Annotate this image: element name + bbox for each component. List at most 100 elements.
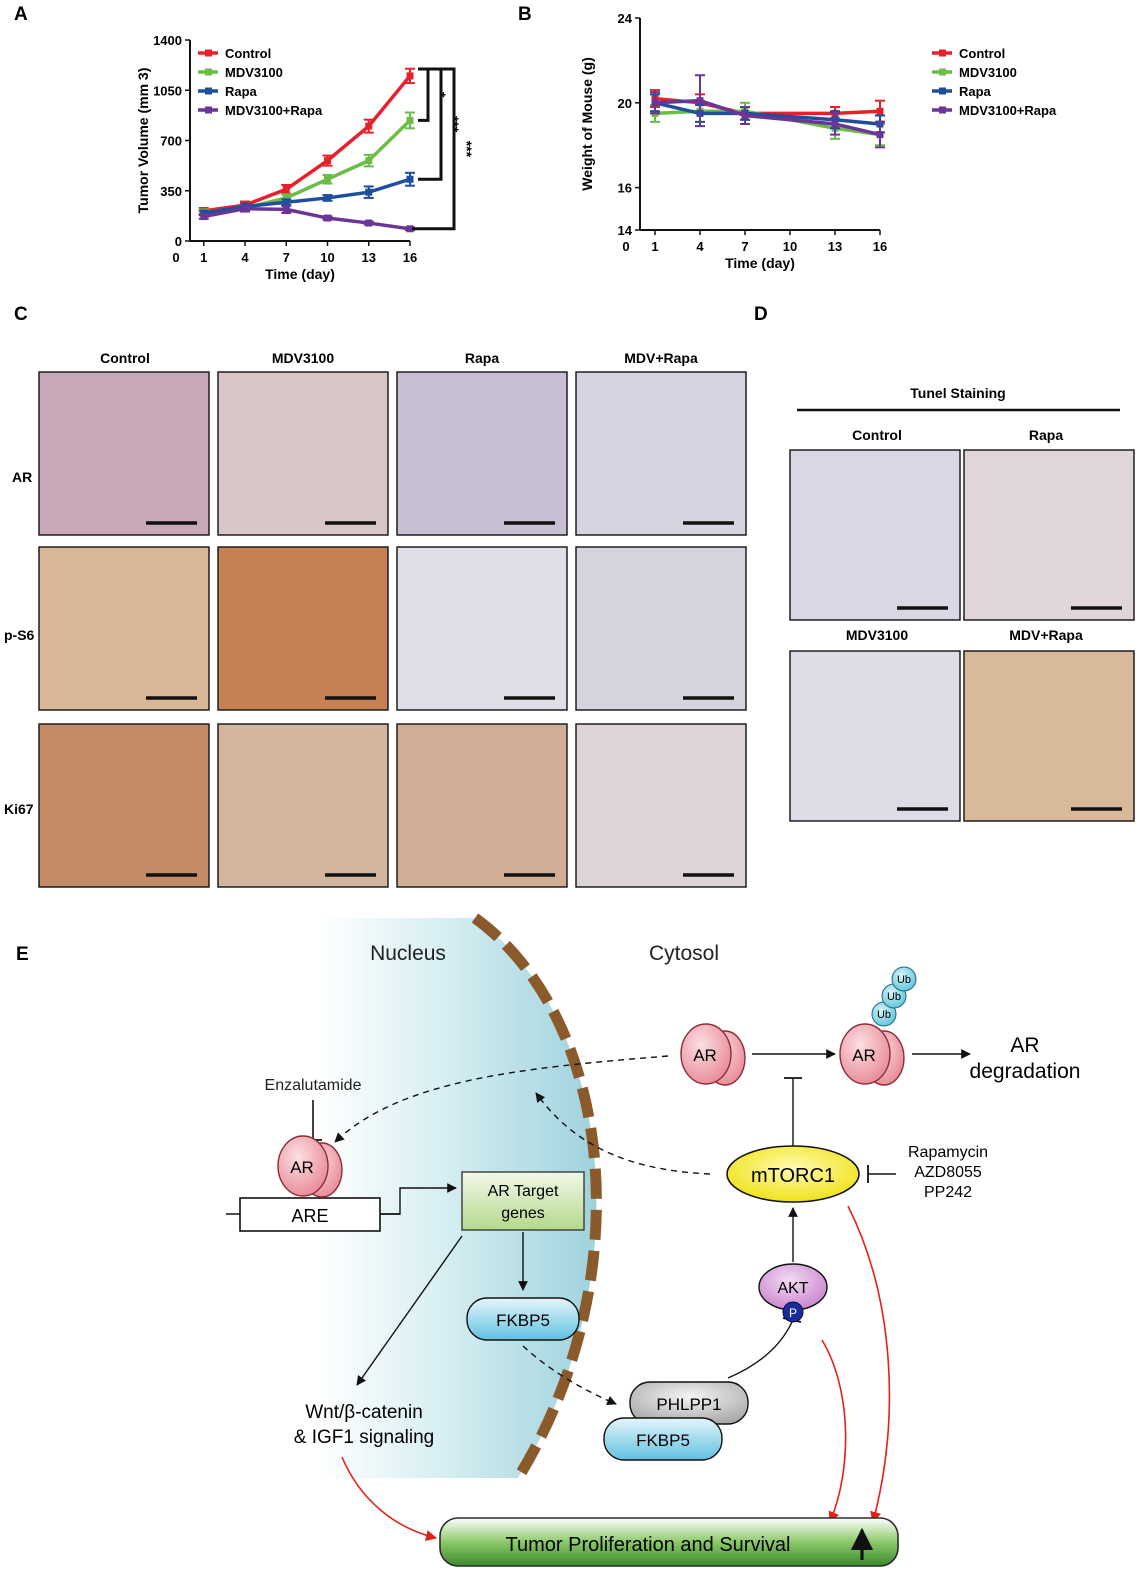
x-axis-label: Time (day) (265, 266, 335, 282)
tunel-label-control: Control (852, 427, 902, 443)
data-point (406, 72, 414, 80)
y-tick-label: 24 (618, 11, 633, 26)
akt-to-tumor-arrow (821, 1339, 847, 1524)
wnt-to-tumor-arrow (341, 1456, 438, 1542)
fkbp5-cytosol (603, 1417, 723, 1461)
cytosol-label: Cytosol (649, 942, 719, 965)
inhibitor-azd8055: AZD8055 (914, 1164, 982, 1181)
ar-ub-front (839, 1023, 891, 1085)
data-point (324, 175, 331, 183)
akt-label: AKT (777, 1280, 808, 1297)
legend-label: Rapa (225, 84, 258, 99)
ar-translocation-arrow (334, 1055, 669, 1143)
ar-degradation-label-2: degradation (970, 1060, 1081, 1083)
legend-label: MDV3100 (225, 65, 283, 80)
tunel-image-Control (789, 449, 961, 621)
legend-marker (939, 87, 946, 95)
panel-label-d: D (754, 304, 768, 325)
data-point (365, 188, 373, 196)
akt-phospho-label: P (789, 1306, 797, 1320)
tumor-proliferation-bar (439, 1517, 899, 1567)
data-point (406, 175, 414, 183)
legend-label: MDV3100+Rapa (225, 103, 323, 118)
data-point (406, 225, 414, 233)
fkbp5-nuclear-label: FKBP5 (496, 1311, 550, 1330)
ar-ub-label: AR (852, 1046, 876, 1065)
legend-label: Rapa (959, 84, 992, 99)
ub-1-label: Ub (877, 1009, 891, 1021)
data-point (324, 194, 331, 202)
ihc-col-label-mdv-rapa: MDV+Rapa (624, 350, 698, 366)
ihc-col-label-rapa: Rapa (465, 350, 499, 366)
data-point (651, 99, 659, 107)
data-point (365, 122, 373, 130)
data-point (282, 185, 290, 193)
data-point (406, 116, 414, 124)
wnt-label-2: & IGF1 signaling (294, 1427, 434, 1448)
legend-marker (939, 49, 946, 57)
phlpp1-label: PHLPP1 (656, 1395, 721, 1414)
legend-marker (939, 106, 946, 114)
wnt-label-1: Wnt/β-catenin (305, 1402, 423, 1423)
x-tick-label: 7 (283, 250, 290, 265)
data-point (831, 120, 839, 128)
ihc-image-p-S6-Control (38, 546, 210, 711)
y-tick-label: 20 (618, 96, 632, 111)
ihc-image-p-S6-MDV+Rapa (575, 546, 747, 711)
data-point (365, 219, 373, 227)
ihc-image-AR-MDV+Rapa (575, 371, 747, 536)
tunel-image-MDV+Rapa (963, 650, 1135, 822)
legend-label: Control (225, 46, 271, 61)
legend-label: MDV3100+Rapa (959, 103, 1057, 118)
ar-degradation-label-1: AR (1010, 1034, 1039, 1057)
y-tick-label: 14 (618, 223, 633, 238)
ihc-col-label-mdv3100: MDV3100 (272, 350, 334, 366)
x-tick-label: 16 (403, 250, 417, 265)
mtorc1-label: mTORC1 (751, 1165, 835, 1187)
panel-label-e: E (16, 944, 29, 965)
x-tick-label: 1 (651, 239, 658, 254)
ar-nuclear-label: AR (290, 1158, 314, 1177)
ub-3-label: Ub (897, 974, 911, 986)
panel-label-b: B (518, 4, 532, 25)
y-tick-label: 1400 (153, 33, 182, 48)
ub-2-label: Ub (887, 991, 901, 1003)
x-axis-label: Time (day) (725, 255, 795, 271)
tunel-label-mdv3100: MDV3100 (846, 627, 908, 643)
ihc-row-label-ar: AR (12, 469, 32, 485)
x-tick-label: 1 (200, 250, 207, 265)
x-tick-label: 10 (320, 250, 334, 265)
tunel-image-Rapa (963, 449, 1135, 621)
ihc-col-label-control: Control (100, 350, 150, 366)
ub-3 (891, 966, 917, 992)
x-tick-label: 13 (362, 250, 376, 265)
enzalutamide-label: Enzalutamide (265, 1077, 362, 1094)
y-axis-label: Weight of Mouse (g) (579, 57, 595, 191)
ar-target-label-1: AR Target (488, 1183, 559, 1200)
tunel-label-mdv-rapa: MDV+Rapa (1009, 627, 1083, 643)
data-point (876, 107, 884, 115)
data-point (324, 157, 331, 165)
ar-cytosol-label: AR (693, 1046, 717, 1065)
data-point (200, 213, 208, 221)
ihc-image-Ki67-MDV+Rapa (575, 723, 747, 888)
y-axis-label: Tumor Volume (mm 3) (135, 68, 151, 214)
significance-stars: *** (459, 141, 475, 158)
ihc-image-AR-MDV3100 (217, 371, 389, 536)
data-point (200, 209, 208, 217)
panel-c-ihc-grid: Control MDV3100 Rapa MDV+Rapa AR p-S6 Ki… (4, 350, 747, 888)
ihc-image-Ki67-Control (38, 723, 210, 888)
are-to-target-arrow (380, 1183, 457, 1215)
panel-d-tunel: Tunel Staining Control Rapa MDV3100 MDV+… (789, 385, 1135, 822)
legend-label: Control (959, 46, 1005, 61)
ihc-image-Ki67-Rapa (396, 723, 568, 888)
akt-phospho (782, 1301, 804, 1323)
inhibitor-rapamycin: Rapamycin (908, 1144, 988, 1161)
data-point (241, 205, 249, 213)
ihc-row-label-ki67: Ki67 (4, 801, 34, 817)
mtorc1-to-tumor-arrow (847, 1205, 891, 1524)
panel-label-a: A (14, 4, 28, 25)
legend-marker (205, 68, 212, 76)
phlpp1-inhibits-akt (727, 1321, 793, 1379)
